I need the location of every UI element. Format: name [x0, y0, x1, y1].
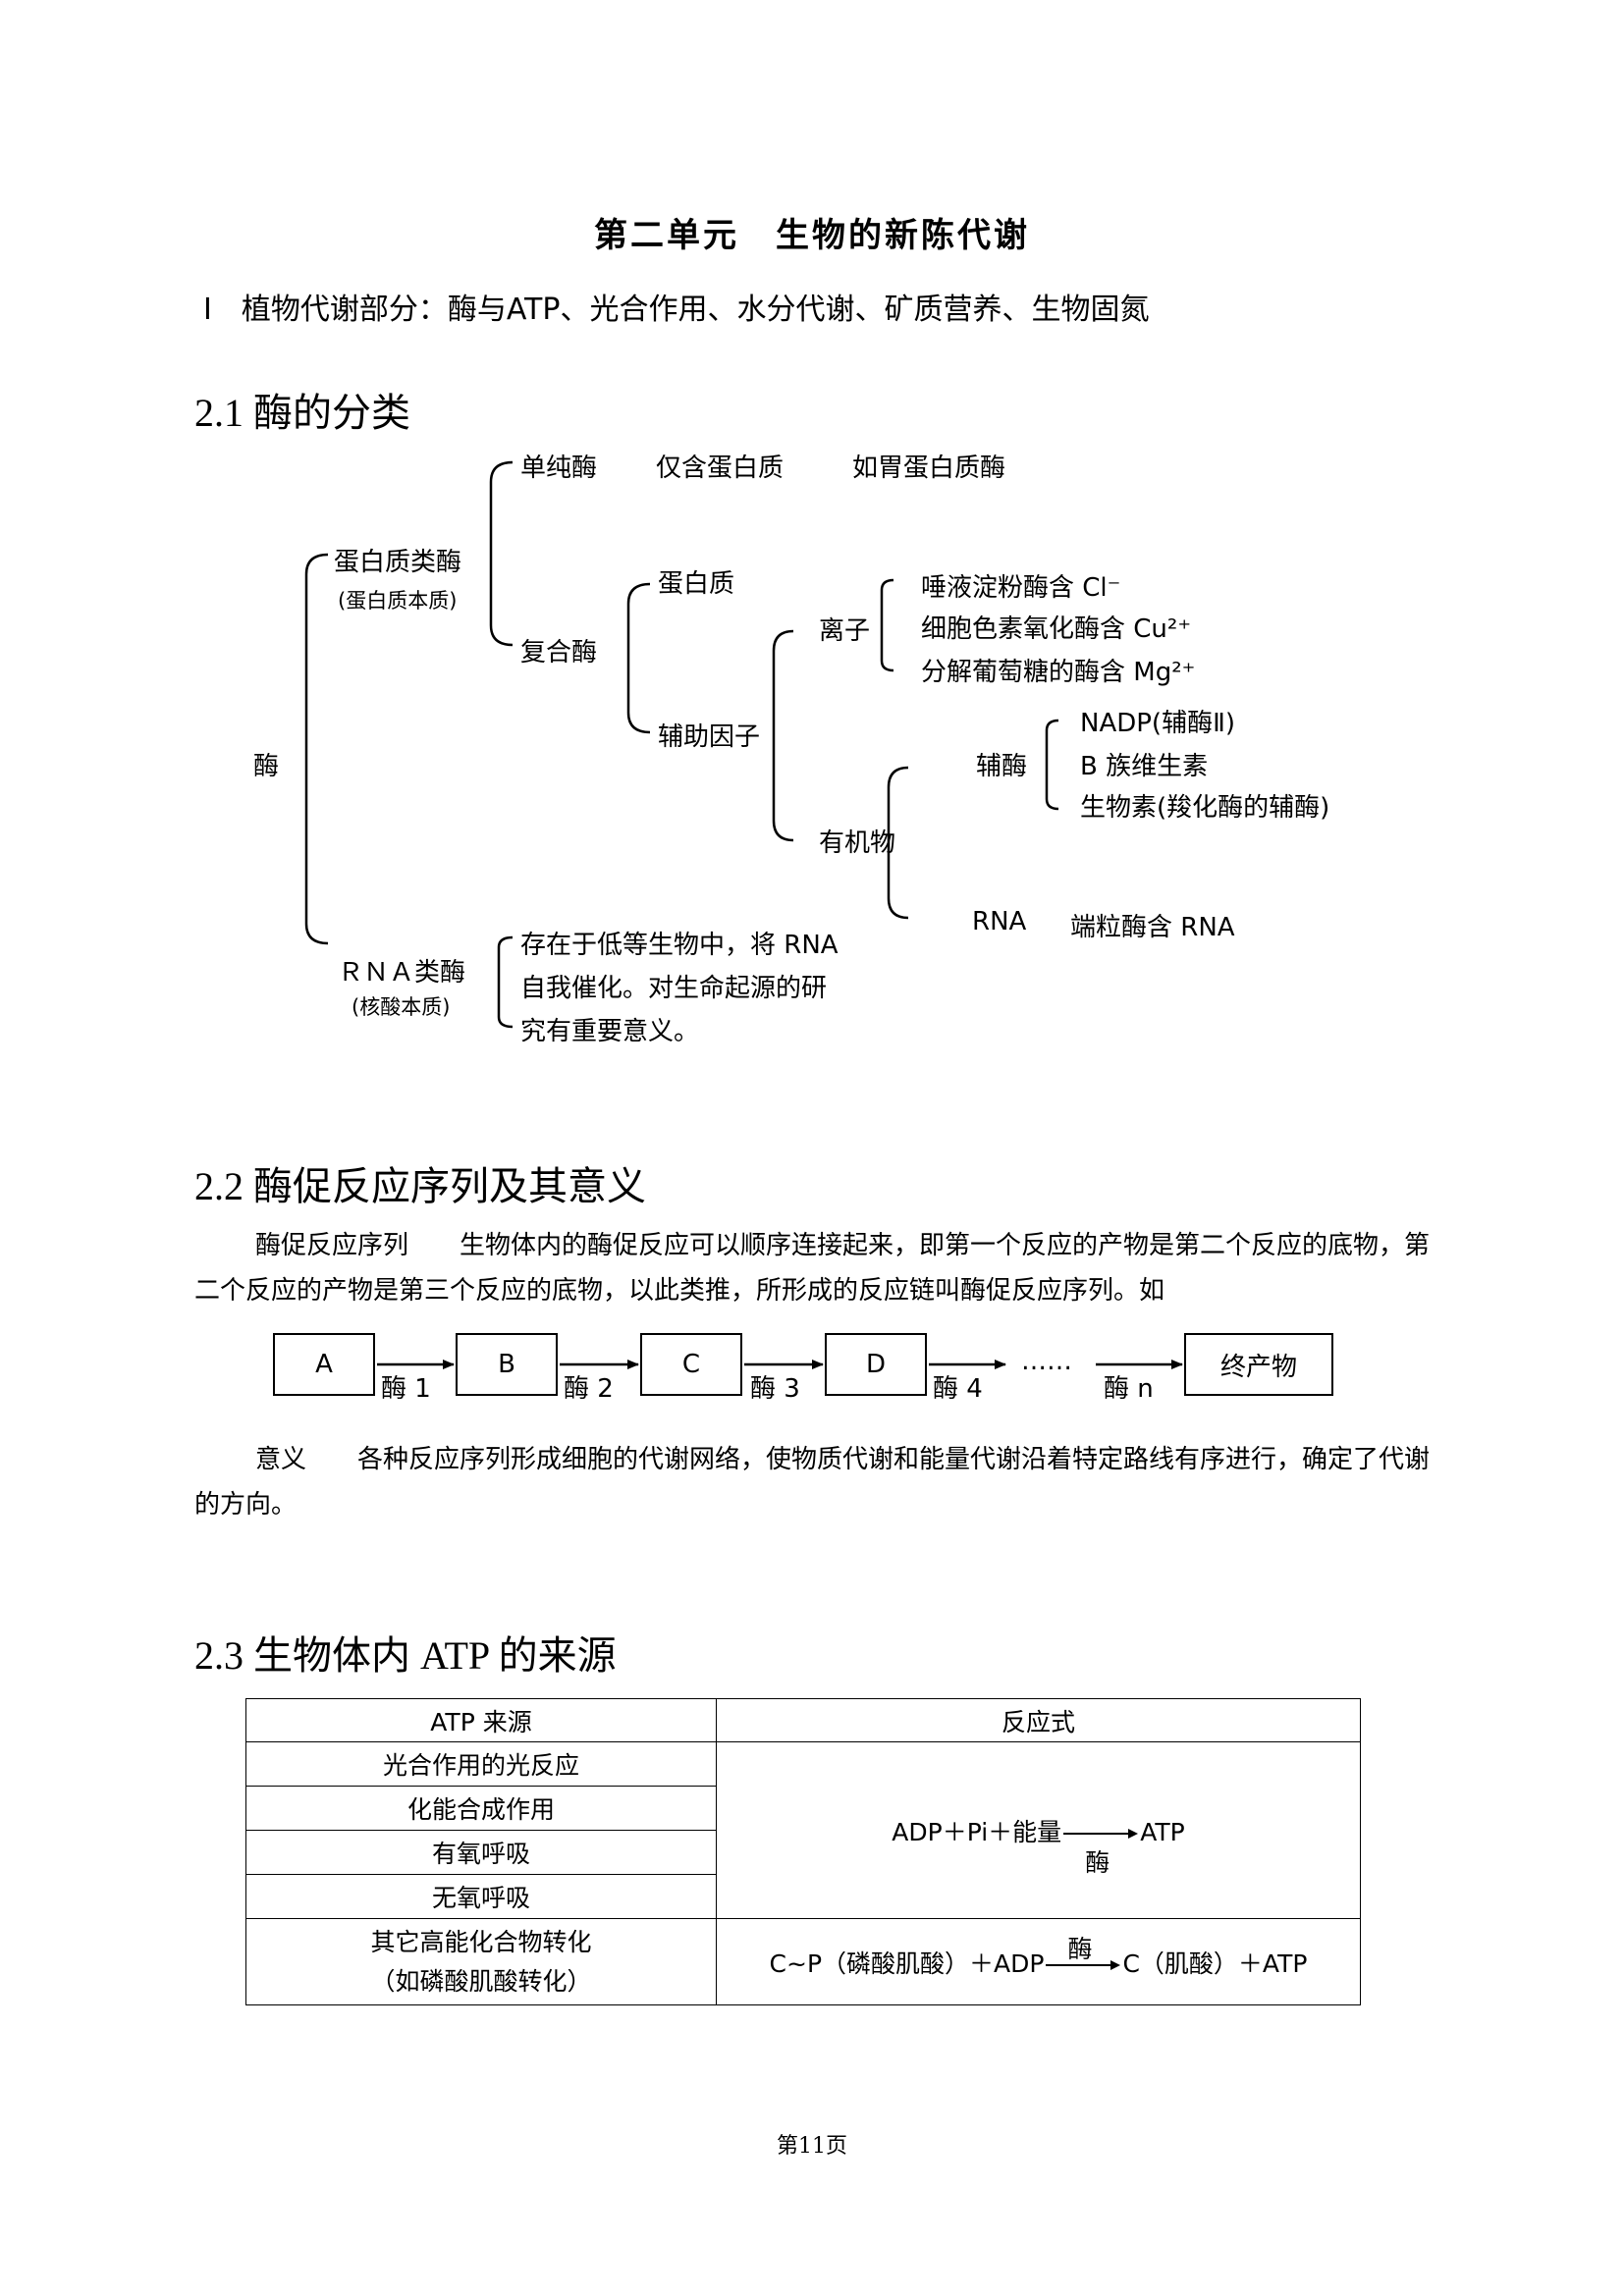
coenzyme-item-2: B 族维生素	[1080, 752, 1209, 781]
compound-enzyme-label: 复合酶	[520, 638, 598, 667]
protein-label: 蛋白质	[658, 569, 735, 599]
flow-enzyme-2: 酶 2	[564, 1374, 614, 1404]
coenzyme-item-1: NADP(辅酶Ⅱ)	[1080, 709, 1236, 738]
source-anaerobic-respiration: 无氧呼吸	[245, 1874, 717, 1919]
reaction-2-arrow	[1046, 1959, 1121, 1970]
page-number: 第11页	[777, 2134, 847, 2159]
flow-ellipsis: ……	[1021, 1347, 1072, 1376]
coenzyme-item-3: 生物素(羧化酶的辅酶)	[1080, 793, 1330, 823]
ion-item-3: 分解葡萄糖的酶含 Mg²⁺	[921, 658, 1196, 687]
section-2-2-heading: 2.2 酶促反应序列及其意义	[194, 1164, 646, 1208]
significance-text: 各种反应序列形成细胞的代谢网络，使物质代谢和能量代谢沿着特定路线有序进行，确定了…	[194, 1445, 1431, 1520]
table-row: 有氧呼吸	[245, 1830, 1361, 1875]
paragraph-significance: 意义 各种反应序列形成细胞的代谢网络，使物质代谢和能量代谢沿着特定路线有序进行，…	[194, 1437, 1443, 1527]
rna-enzyme-line-1: 存在于低等生物中，将 RNA	[520, 931, 839, 960]
source-aerobic-respiration: 有氧呼吸	[245, 1830, 717, 1875]
table-header-row: ATP 来源 反应式	[245, 1698, 1361, 1742]
source-5-line-2: （如磷酸肌酸转化）	[370, 1966, 592, 1996]
reaction-1-catalyst: 酶	[1085, 1847, 1110, 1877]
reaction-2-right: C（肌酸）＋ATP	[1122, 1949, 1308, 1978]
ion-item-2: 细胞色素氧化酶含 Cu²⁺	[921, 614, 1192, 644]
reaction-2-cell: C~P（磷酸肌酸）＋ADP 酶 C（肌酸）＋ATP	[716, 1918, 1361, 2005]
coenzyme-label: 辅酶	[976, 752, 1028, 781]
rna-enzyme-line-2: 自我催化。对生命起源的研	[520, 974, 828, 1003]
reaction-1-cell: ADP＋Pi＋能量酶 ATP	[716, 1741, 1361, 1919]
reaction-1-right: ATP	[1140, 1817, 1185, 1846]
flow-arrows	[377, 1360, 1183, 1369]
organic-label: 有机物	[819, 828, 896, 858]
rna-desc: 端粒酶含 RNA	[1070, 913, 1235, 942]
term-reaction-sequence: 酶促反应序列	[255, 1231, 409, 1260]
source-light-reaction: 光合作用的光反应	[245, 1741, 717, 1787]
source-other-compounds: 其它高能化合物转化 （如磷酸肌酸转化）	[245, 1918, 717, 2005]
ion-item-1: 唾液淀粉酶含 Cl⁻	[921, 573, 1121, 603]
rna-enzyme-line-3: 究有重要意义。	[520, 1017, 700, 1046]
flow-box-d: D	[825, 1333, 927, 1396]
flow-enzyme-4: 酶 4	[933, 1374, 983, 1404]
protein-enzyme-label: 蛋白质类酶	[334, 548, 462, 577]
section-2-1-heading: 2.1 酶的分类	[194, 391, 410, 435]
reaction-2-left: C~P（磷酸肌酸）＋ADP	[769, 1949, 1045, 1978]
rna-label: RNA	[972, 907, 1027, 936]
simple-enzyme-example: 如胃蛋白质酶	[852, 454, 1006, 483]
flow-box-a: A	[273, 1333, 375, 1396]
paragraph-reaction-sequence: 酶促反应序列 生物体内的酶促反应可以顺序连接起来，即第一个反应的产物是第二个反应…	[194, 1223, 1443, 1313]
table-row: 光合作用的光反应 ADP＋Pi＋能量酶 ATP	[245, 1741, 1361, 1919]
reaction-sequence-text: 生物体内的酶促反应可以顺序连接起来，即第一个反应的产物是第二个反应的底物，第二个…	[194, 1231, 1431, 1306]
ion-label: 离子	[819, 616, 871, 646]
enzyme-classification-brackets	[304, 460, 1059, 1029]
reaction-2-catalyst: 酶	[1067, 1934, 1093, 1963]
unit-title: 第二单元 生物的新陈代谢	[594, 216, 1030, 255]
table-row: 其它高能化合物转化 （如磷酸肌酸转化） C~P（磷酸肌酸）＋ADP 酶 C（肌酸）＋…	[245, 1918, 1361, 2005]
simple-enzyme-label: 单纯酶	[520, 454, 598, 483]
source-chemosynthesis: 化能合成作用	[245, 1786, 717, 1831]
rna-enzyme-label: ＲＮＡ类酶	[338, 958, 466, 988]
unit-subtitle: Ⅰ 植物代谢部分：酶与ATP、光合作用、水分代谢、矿质营养、生物固氮	[203, 293, 1150, 327]
header-atp-source: ATP 来源	[245, 1698, 717, 1742]
rna-enzyme-note: (核酸本质)	[352, 995, 451, 1019]
flow-enzyme-1: 酶 1	[381, 1374, 431, 1404]
flow-box-final-product: 终产物	[1184, 1333, 1333, 1396]
flow-box-b: B	[456, 1333, 558, 1396]
protein-enzyme-note: (蛋白质本质)	[338, 589, 458, 613]
enzyme-root: 酶	[253, 752, 280, 781]
header-reaction: 反应式	[716, 1698, 1361, 1742]
source-5-line-1: 其它高能化合物转化	[370, 1927, 592, 1956]
term-significance: 意义	[255, 1445, 307, 1474]
flow-box-c: C	[640, 1333, 742, 1396]
table-row: 化能合成作用	[245, 1786, 1361, 1831]
table-row: 无氧呼吸	[245, 1874, 1361, 1919]
reaction-1-arrow	[1063, 1828, 1139, 1839]
simple-enzyme-desc: 仅含蛋白质	[656, 454, 785, 483]
section-2-3-heading: 2.3 生物体内 ATP 的来源	[194, 1633, 617, 1678]
flow-enzyme-n: 酶 n	[1104, 1374, 1154, 1404]
reaction-1-left: ADP＋Pi＋能量	[892, 1817, 1062, 1846]
flow-enzyme-3: 酶 3	[750, 1374, 800, 1404]
cofactor-label: 辅助因子	[658, 722, 761, 752]
